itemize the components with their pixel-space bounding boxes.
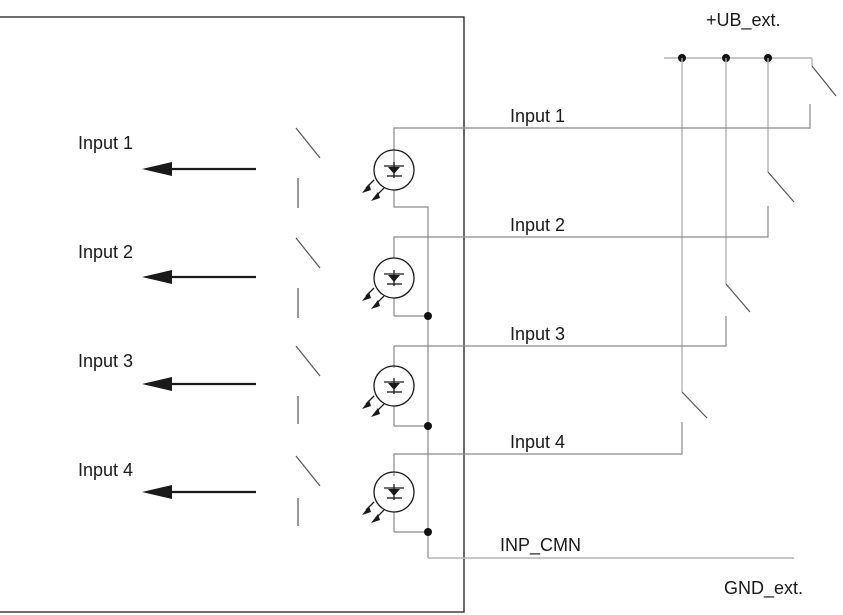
optocoupler-3: [362, 365, 415, 417]
common-junction-2: [424, 422, 432, 430]
ext-switch-4: [681, 391, 708, 419]
common-junction-3: [424, 528, 432, 536]
input-2-wire: [393, 206, 769, 258]
ext-switch-3: [725, 283, 751, 313]
input-4-wire-label: Input 4: [510, 432, 565, 452]
internal-switch-4: [295, 455, 321, 526]
ext-switch-1: [811, 65, 837, 97]
input-1-label: Input 1: [78, 133, 133, 153]
gnd-ext-label: GND_ext.: [724, 578, 803, 599]
input-2-label: Input 2: [78, 242, 133, 262]
internal-switch-2: [295, 237, 321, 318]
output-arrow-1: [142, 162, 256, 176]
internal-switch-3: [295, 345, 321, 424]
input-3-label: Input 3: [78, 351, 133, 371]
inp-cmn-label: INP_CMN: [500, 535, 581, 556]
optocoupler-1: [362, 149, 415, 201]
output-arrow-2: [142, 270, 256, 284]
output-arrow-4: [142, 485, 256, 499]
internal-switch-1: [295, 127, 321, 208]
device-enclosure: [0, 16, 465, 613]
input-3-wire: [393, 316, 727, 368]
input-4-label: Input 4: [78, 460, 133, 480]
input-2-wire-label: Input 2: [510, 215, 565, 235]
input-1-wire: [393, 104, 811, 170]
ext-switch-2: [767, 171, 795, 203]
optocoupler-2: [362, 257, 415, 309]
optocoupler-4: [362, 471, 415, 523]
input-4-wire: [393, 422, 683, 476]
common-link-1: [393, 190, 429, 558]
input-1-wire-label: Input 1: [510, 106, 565, 126]
output-arrow-3: [142, 377, 256, 391]
common-junction-1: [424, 312, 432, 320]
ub-ext-label: +UB_ext.: [706, 10, 781, 31]
input-3-wire-label: Input 3: [510, 324, 565, 344]
